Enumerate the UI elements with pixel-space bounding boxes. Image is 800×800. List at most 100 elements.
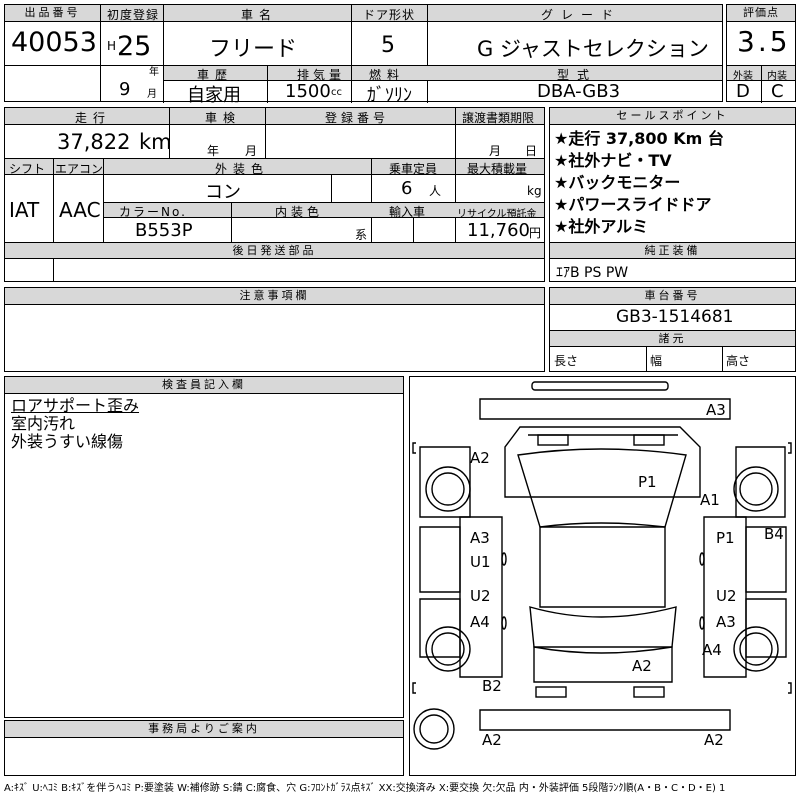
mark-right-fender: A1 bbox=[700, 491, 720, 509]
insp-month-unit: 月 bbox=[245, 144, 258, 158]
capacity-value: 6 bbox=[401, 178, 413, 199]
sales-point-5: ★社外アルミ bbox=[554, 217, 649, 236]
year-unit: 年 bbox=[149, 67, 159, 78]
mark-right-step: B4 bbox=[764, 525, 784, 543]
mark-right-door-p: P1 bbox=[716, 529, 735, 547]
sales-point-2: ★社外ナビ・TV bbox=[554, 151, 672, 170]
mark-hood: P1 bbox=[638, 473, 657, 491]
office-label: 事務局よりご案内 bbox=[5, 721, 403, 738]
legend-text: A:ｷｽﾞ U:ﾍｺﾐ B:ｷｽﾞを伴うﾍｺﾐ P:要塗装 W:補修跡 S:錆 … bbox=[4, 783, 726, 794]
rating-box: 評価点 3.5 外装 内装 D C bbox=[726, 4, 796, 103]
inspection-label: 車検 bbox=[205, 111, 242, 125]
fuel-value: ｶﾞｿﾘﾝ bbox=[367, 85, 412, 106]
recycle-value: 11,760 bbox=[467, 220, 530, 241]
interior-label: 内装 bbox=[767, 71, 787, 82]
era: H bbox=[107, 39, 117, 53]
load-label: 最大積載量 bbox=[467, 162, 528, 176]
mark-rear-gate: A2 bbox=[632, 657, 652, 675]
color-label: 外装色 bbox=[215, 162, 270, 176]
month-unit: 月 bbox=[147, 89, 157, 100]
chassis-box: 車台番号 GB3-1514681 諸元 長さ 幅 高さ bbox=[549, 287, 796, 372]
first-reg-label: 初度登録 bbox=[107, 8, 160, 22]
ac-value: AAC bbox=[59, 198, 101, 222]
transfer-day-unit: 日 bbox=[525, 144, 538, 158]
sales-point-1: ★走行 37,800 Km 台 bbox=[554, 129, 724, 148]
car-name-label: 車名 bbox=[241, 8, 278, 22]
car-name: フリード bbox=[209, 37, 298, 62]
sales-point-3: ★バックモニター bbox=[554, 173, 681, 192]
shift-label: シフト bbox=[9, 162, 46, 176]
fuel-label: 燃料 bbox=[369, 68, 406, 82]
mark-left-rear-a: A4 bbox=[470, 613, 490, 631]
mileage-unit: km bbox=[139, 130, 172, 154]
damage-diagram: A3 A2 P1 A1 B4 A3 U1 P1 U2 A4 U2 A3 A4 A… bbox=[409, 376, 796, 776]
mark-left-rear-u: U2 bbox=[470, 587, 491, 605]
mileage-label: 走行 bbox=[75, 111, 112, 125]
mark-right-rear-u: U2 bbox=[716, 587, 737, 605]
rating-label: 評価点 bbox=[727, 5, 795, 22]
equipment-value: ｴｱB PS PW bbox=[556, 265, 629, 281]
exterior-value: D bbox=[736, 81, 750, 102]
color-no-value: B553P bbox=[135, 220, 193, 241]
sales-box: セールスポイント ★走行 37,800 Km 台 ★社外ナビ・TV ★バックモニ… bbox=[549, 107, 796, 282]
reg-no-label: 登録番号 bbox=[325, 111, 390, 125]
inspector-line-2: 室内汚れ bbox=[11, 414, 76, 433]
exterior-label: 外装 bbox=[733, 71, 753, 82]
interior-value: C bbox=[771, 81, 784, 102]
displacement-label: 排気量 bbox=[297, 68, 346, 82]
mark-rear-bumper-left: A2 bbox=[482, 731, 502, 749]
vehicle-info: 走行 車検 登録番号 譲渡書類期限 37,822 km 年 月 月 日 シフト … bbox=[4, 107, 545, 282]
lot-no: 40053 bbox=[11, 27, 97, 58]
door-value: 5 bbox=[381, 33, 395, 58]
mark-left-door-u: U1 bbox=[470, 553, 491, 571]
door-label: ドア形状 bbox=[363, 8, 416, 22]
grade-label: グレード bbox=[541, 8, 622, 22]
reg-year: 25 bbox=[117, 31, 152, 62]
recycle-unit: 円 bbox=[529, 226, 542, 240]
notes-box: 注意事項欄 bbox=[4, 287, 545, 372]
car-outline-diagram bbox=[412, 381, 792, 750]
transfer-label: 譲渡書類期限 bbox=[462, 111, 535, 125]
reg-month: 9 bbox=[119, 79, 131, 100]
model-label: 型式 bbox=[557, 68, 598, 82]
load-unit: kg bbox=[527, 184, 542, 198]
mark-front-bumper: A3 bbox=[706, 401, 726, 419]
displacement-value: 1500 bbox=[285, 81, 331, 102]
rating-value: 3.5 bbox=[737, 25, 791, 58]
dims-label: 諸元 bbox=[550, 331, 795, 347]
lot-no-label: 出品番号 bbox=[5, 5, 100, 22]
inspector-box: 検査員記入欄 ロアサポート歪み 室内汚れ 外装うすい線傷 bbox=[4, 376, 404, 718]
mark-right-quarter: A4 bbox=[702, 641, 722, 659]
capacity-unit: 人 bbox=[429, 184, 442, 198]
sales-label: セールスポイント bbox=[550, 108, 795, 125]
model-value: DBA-GB3 bbox=[537, 81, 621, 102]
recycle-label: リサイクル預託金 bbox=[457, 209, 537, 220]
color-value: コン bbox=[205, 182, 241, 203]
history-label: 車歴 bbox=[197, 68, 234, 82]
height-label: 高さ bbox=[726, 354, 751, 368]
mark-left-rear-bumper: B2 bbox=[482, 677, 502, 695]
lot-box: 出品番号 40053 bbox=[4, 4, 101, 102]
int-color-label: 内装色 bbox=[275, 205, 324, 219]
history-value: 自家用 bbox=[187, 85, 241, 106]
insp-year-unit: 年 bbox=[207, 144, 220, 158]
chassis-value: GB3-1514681 bbox=[616, 307, 734, 327]
ac-label: エアコン bbox=[55, 162, 104, 176]
sales-point-4: ★パワースライドドア bbox=[554, 195, 712, 214]
mark-front-left: A2 bbox=[470, 449, 490, 467]
color-no-label: カラーNo. bbox=[119, 205, 187, 219]
transfer-month-unit: 月 bbox=[489, 144, 502, 158]
inspector-line-1: ロアサポート歪み bbox=[11, 396, 140, 415]
length-label: 長さ bbox=[554, 354, 579, 368]
import-label: 輸入車 bbox=[389, 205, 426, 219]
notes-label: 注意事項欄 bbox=[5, 288, 544, 305]
int-color-unit: 系 bbox=[355, 228, 368, 242]
header-main: 初度登録 車名 ドア形状 グレード H 25 年 9 月 フリード 5 G ジャ… bbox=[100, 4, 723, 106]
displacement-unit: cc bbox=[331, 87, 342, 98]
chassis-label: 車台番号 bbox=[550, 288, 795, 305]
shift-value: IAT bbox=[9, 198, 40, 222]
mark-rear-bumper-right: A2 bbox=[704, 731, 724, 749]
office-box: 事務局よりご案内 bbox=[4, 720, 404, 776]
width-label: 幅 bbox=[650, 354, 663, 368]
inspector-label: 検査員記入欄 bbox=[5, 377, 403, 394]
